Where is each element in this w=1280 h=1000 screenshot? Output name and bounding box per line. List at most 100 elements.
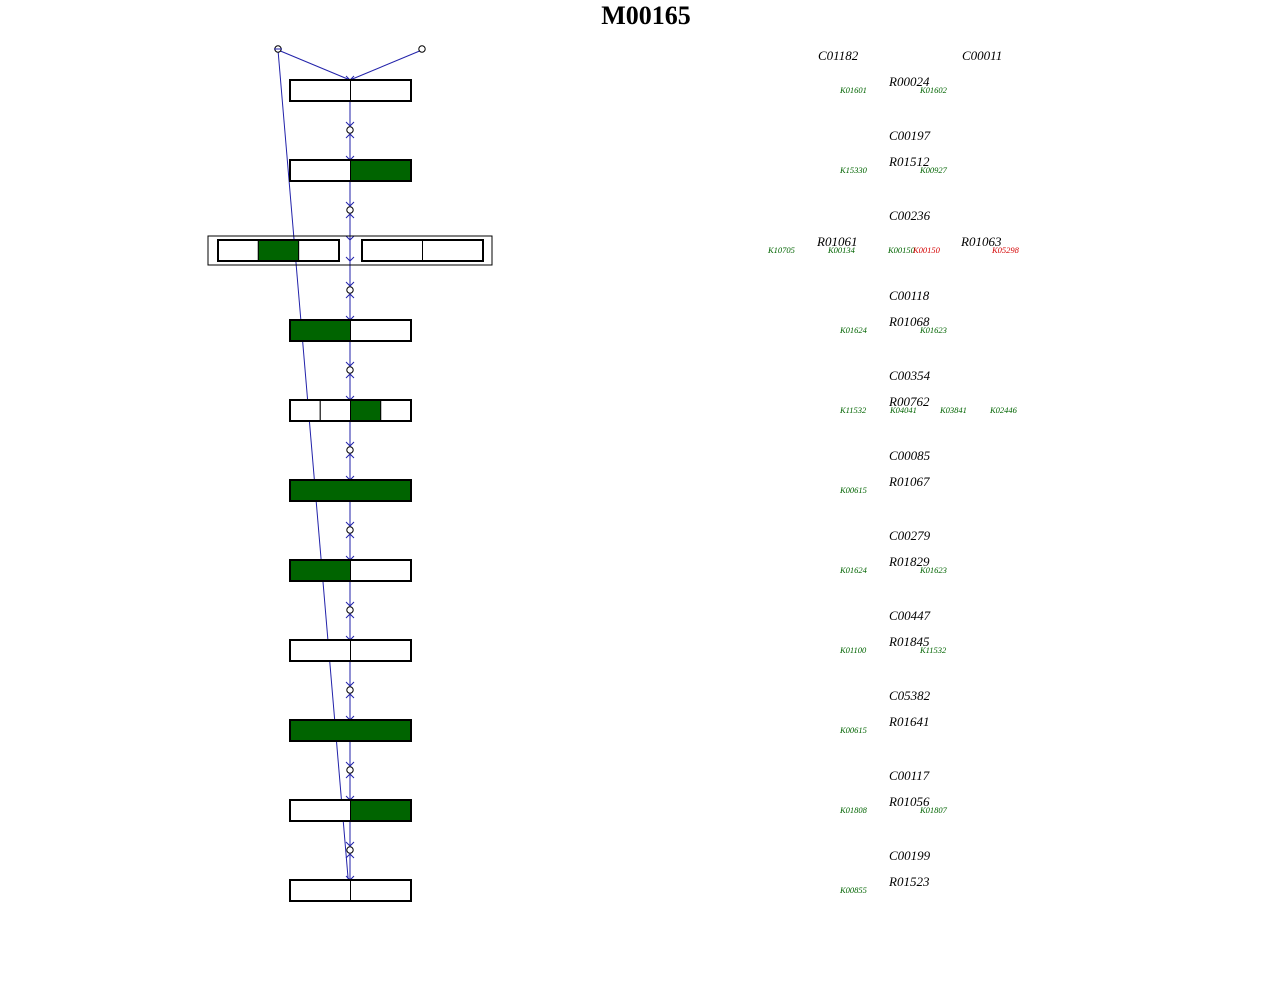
step-box bbox=[289, 879, 412, 902]
compound-label: C00354 bbox=[889, 368, 931, 383]
flow-arrowhead bbox=[345, 533, 355, 539]
segment-present bbox=[289, 719, 412, 742]
step-frame bbox=[289, 479, 412, 502]
flow-arrowhead bbox=[345, 213, 355, 219]
step-frame bbox=[289, 159, 412, 182]
ko-label: K15330 bbox=[839, 165, 868, 175]
flow-arrowhead bbox=[345, 761, 355, 767]
ko-label: K01807 bbox=[919, 805, 948, 815]
segment-absent bbox=[350, 319, 412, 342]
step-box bbox=[207, 235, 493, 266]
step-box bbox=[289, 559, 412, 582]
ko-label: K03841 bbox=[939, 405, 967, 415]
segment-absent bbox=[217, 239, 259, 262]
reaction-label: R01829 bbox=[888, 554, 930, 569]
flow-return-line bbox=[277, 49, 351, 902]
compound-label: C00199 bbox=[889, 848, 931, 863]
step-frame bbox=[289, 639, 412, 662]
segment-present bbox=[350, 799, 412, 822]
segment-absent bbox=[289, 159, 351, 182]
segment-present bbox=[289, 559, 351, 582]
segment-absent bbox=[289, 799, 351, 822]
compound-label: C00118 bbox=[889, 288, 930, 303]
ko-label: K00615 bbox=[839, 725, 867, 735]
reaction-label: R01067 bbox=[888, 474, 930, 489]
segment-present bbox=[350, 399, 382, 422]
step-frame bbox=[289, 719, 412, 742]
reaction-label: R01845 bbox=[888, 634, 930, 649]
segment-absent bbox=[350, 559, 412, 582]
ko-label: K11532 bbox=[839, 405, 867, 415]
flow-arrowhead bbox=[345, 441, 355, 447]
flow-arrowhead bbox=[345, 256, 355, 262]
flow-arrowhead bbox=[345, 373, 355, 379]
compound-label: C00447 bbox=[889, 608, 931, 623]
compound-label: C00117 bbox=[889, 768, 930, 783]
flow-arrowhead bbox=[345, 201, 355, 207]
reaction-label: R00762 bbox=[888, 394, 930, 409]
flow-arrowhead bbox=[345, 235, 355, 241]
ko-label: K05298 bbox=[991, 245, 1020, 255]
reaction-label: R01512 bbox=[888, 154, 930, 169]
ko-label: K02446 bbox=[989, 405, 1018, 415]
compound-node bbox=[346, 846, 354, 854]
segment-absent bbox=[298, 239, 340, 262]
step-box bbox=[289, 159, 412, 182]
module-title: M00165 bbox=[601, 1, 691, 30]
step-frame bbox=[289, 559, 412, 582]
flow-arrowhead bbox=[345, 613, 355, 619]
compound-node bbox=[418, 45, 426, 53]
ko-label: K10705 bbox=[767, 245, 795, 255]
compound-label: C01182 bbox=[818, 48, 859, 63]
step-box bbox=[289, 639, 412, 662]
flow-arrowhead bbox=[345, 521, 355, 527]
reaction-label: R01068 bbox=[888, 314, 930, 329]
step-outer-frame bbox=[207, 235, 493, 266]
step-frame bbox=[289, 79, 412, 102]
segment-absent bbox=[380, 399, 412, 422]
step-box bbox=[289, 79, 412, 102]
compound-node bbox=[346, 526, 354, 534]
compound-node bbox=[346, 366, 354, 374]
compound-label: C05382 bbox=[889, 688, 931, 703]
flow-arrowhead bbox=[345, 281, 355, 287]
ko-label: K01602 bbox=[919, 85, 948, 95]
segment-present bbox=[350, 159, 412, 182]
flow-arrowhead bbox=[345, 773, 355, 779]
segment-absent bbox=[350, 879, 412, 902]
flow-arrowhead bbox=[345, 693, 355, 699]
compound-label: C00236 bbox=[889, 208, 931, 223]
ko-label: K01624 bbox=[839, 325, 868, 335]
flow-input-line bbox=[277, 49, 351, 81]
compound-node bbox=[346, 606, 354, 614]
compound-label: C00279 bbox=[889, 528, 931, 543]
ko-label: K00150 bbox=[887, 245, 916, 255]
flow-arrowhead bbox=[345, 853, 355, 859]
ko-label: K00855 bbox=[839, 885, 867, 895]
segment-absent bbox=[289, 879, 351, 902]
compound-label: C00197 bbox=[889, 128, 931, 143]
segment-present bbox=[257, 239, 300, 262]
flow-arrowhead bbox=[345, 133, 355, 139]
flow-arrowhead bbox=[345, 293, 355, 299]
segment-absent bbox=[289, 79, 351, 102]
reaction-label: R01056 bbox=[888, 794, 930, 809]
compound-label: C00011 bbox=[962, 48, 1002, 63]
reaction-label: R01061 bbox=[816, 234, 857, 249]
step-box bbox=[289, 479, 412, 502]
compound-node bbox=[346, 766, 354, 774]
segment-present bbox=[289, 479, 412, 502]
segment-absent bbox=[350, 79, 412, 102]
step-frame bbox=[217, 239, 340, 262]
flow-arrowhead bbox=[345, 841, 355, 847]
ko-label: K00134 bbox=[827, 245, 856, 255]
step-boxes bbox=[207, 79, 493, 902]
reaction-label: R01523 bbox=[888, 874, 930, 889]
reaction-label: R01641 bbox=[888, 714, 929, 729]
ko-label: K11532 bbox=[919, 645, 947, 655]
segment-absent bbox=[289, 399, 321, 422]
flow-arrowhead bbox=[345, 681, 355, 687]
flow-input-line bbox=[349, 49, 423, 81]
compound-node bbox=[346, 206, 354, 214]
